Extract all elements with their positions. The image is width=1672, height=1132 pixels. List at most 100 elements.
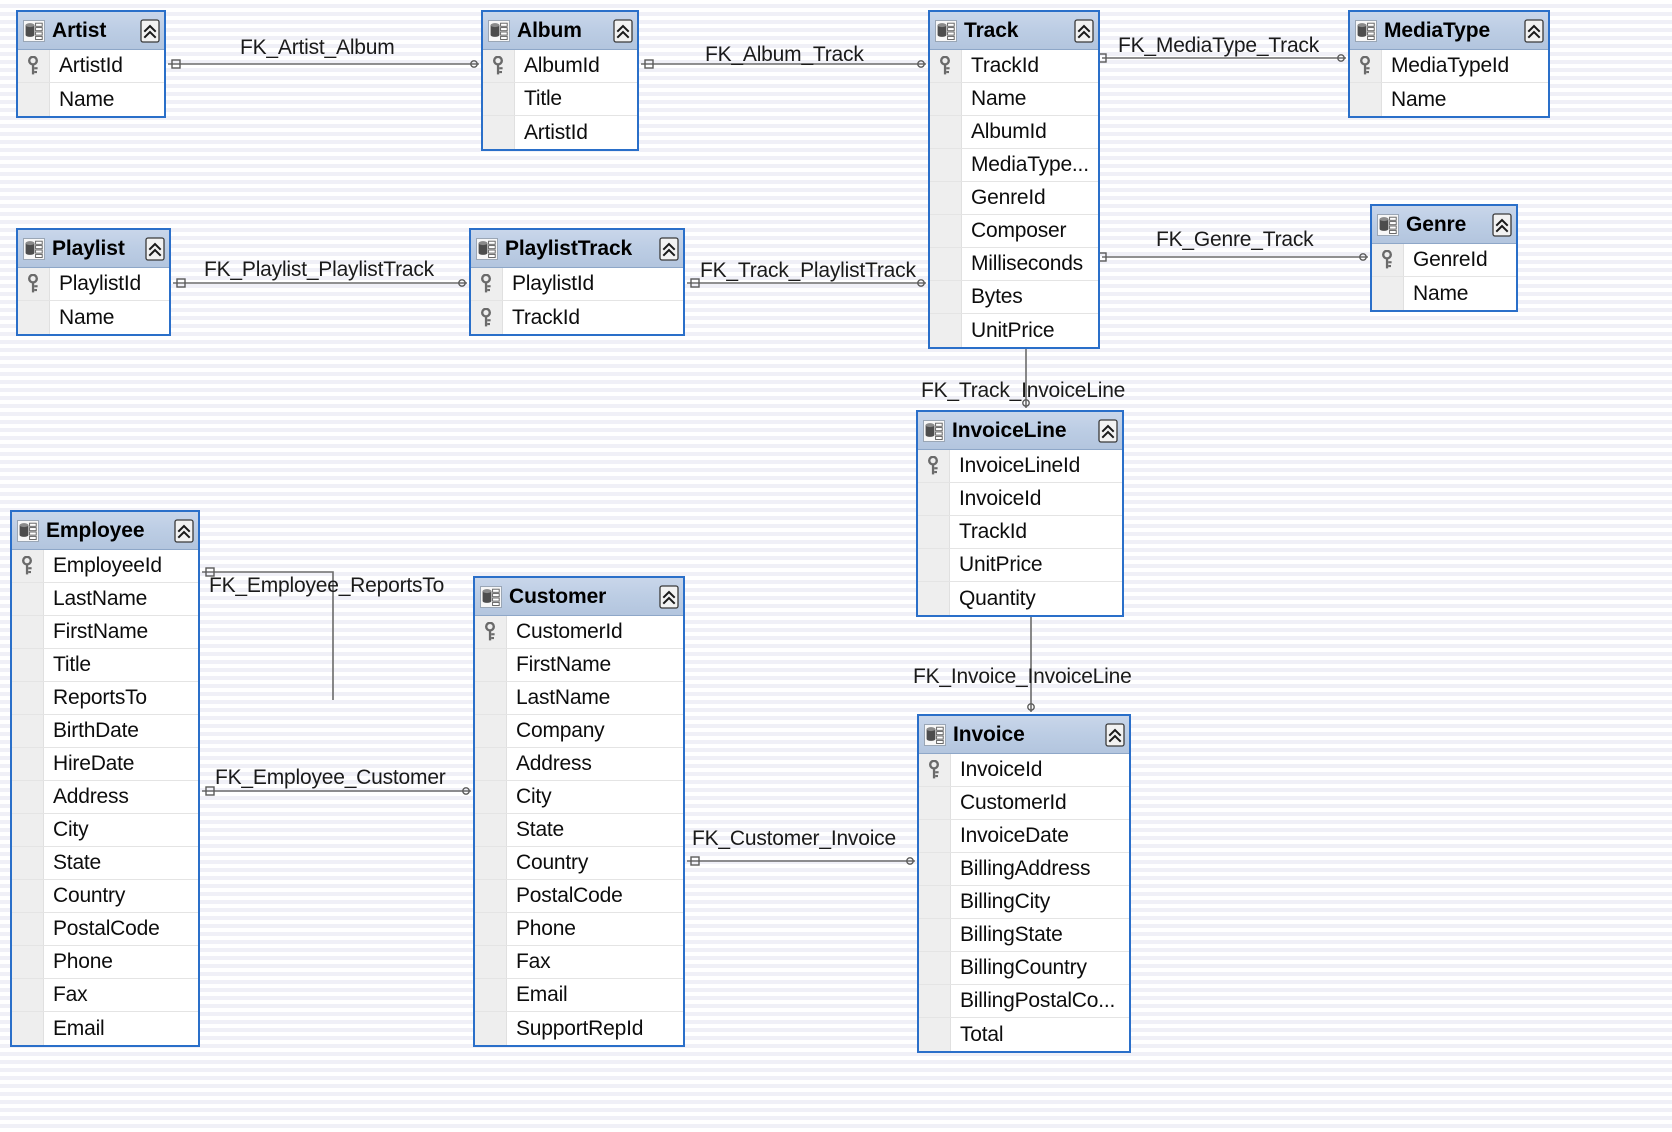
column-row[interactable]: FirstName bbox=[475, 649, 683, 682]
column-row[interactable]: BillingCountry bbox=[919, 952, 1129, 985]
table-header-playlist[interactable]: Playlist bbox=[18, 230, 169, 268]
collapse-chevrons-icon[interactable] bbox=[1105, 722, 1125, 747]
collapse-chevrons-icon[interactable] bbox=[1098, 418, 1118, 443]
column-row[interactable]: Name bbox=[18, 301, 169, 334]
column-row[interactable]: Total bbox=[919, 1018, 1129, 1051]
relationship-label-fk-artist-album[interactable]: FK_Artist_Album bbox=[240, 36, 395, 59]
column-row[interactable]: ArtistId bbox=[18, 50, 164, 83]
column-row[interactable]: Email bbox=[475, 979, 683, 1012]
column-row[interactable]: Milliseconds bbox=[930, 248, 1098, 281]
column-row[interactable]: State bbox=[12, 847, 198, 880]
column-row[interactable]: BillingPostalCo... bbox=[919, 985, 1129, 1018]
table-header-track[interactable]: Track bbox=[930, 12, 1098, 50]
column-row[interactable]: GenreId bbox=[930, 182, 1098, 215]
table-header-employee[interactable]: Employee bbox=[12, 512, 198, 550]
relationship-label-fk-genre-track[interactable]: FK_Genre_Track bbox=[1156, 228, 1314, 251]
column-row[interactable]: BillingCity bbox=[919, 886, 1129, 919]
column-row[interactable]: Fax bbox=[475, 946, 683, 979]
relationship-label-fk-employee-reportsto[interactable]: FK_Employee_ReportsTo bbox=[209, 574, 445, 597]
column-row[interactable]: BillingAddress bbox=[919, 853, 1129, 886]
column-row[interactable]: Composer bbox=[930, 215, 1098, 248]
column-row[interactable]: Phone bbox=[475, 913, 683, 946]
column-row[interactable]: Address bbox=[12, 781, 198, 814]
column-row[interactable]: Address bbox=[475, 748, 683, 781]
relationship-label-fk-employee-customer[interactable]: FK_Employee_Customer bbox=[215, 766, 446, 789]
column-row[interactable]: PlaylistId bbox=[18, 268, 169, 301]
collapse-chevrons-icon[interactable] bbox=[659, 584, 679, 609]
column-row[interactable]: Name bbox=[1350, 83, 1548, 116]
relationship-label-fk-invoice-invoiceline[interactable]: FK_Invoice_InvoiceLine bbox=[913, 665, 1132, 688]
relationship-label-fk-customer-invoice[interactable]: FK_Customer_Invoice bbox=[692, 827, 896, 850]
table-header-artist[interactable]: Artist bbox=[18, 12, 164, 50]
column-row[interactable]: InvoiceId bbox=[919, 754, 1129, 787]
column-row[interactable]: PostalCode bbox=[12, 913, 198, 946]
column-row[interactable]: GenreId bbox=[1372, 244, 1516, 277]
relationship-label-fk-track-playlisttrack[interactable]: FK_Track_PlaylistTrack bbox=[700, 259, 916, 282]
column-row[interactable]: PostalCode bbox=[475, 880, 683, 913]
collapse-chevrons-icon[interactable] bbox=[140, 18, 160, 43]
relationship-label-fk-track-invoiceline[interactable]: FK_Track_InvoiceLine bbox=[921, 379, 1126, 402]
collapse-chevrons-icon[interactable] bbox=[1074, 18, 1094, 43]
column-row[interactable]: PlaylistId bbox=[471, 268, 683, 301]
column-row[interactable]: TrackId bbox=[918, 516, 1122, 549]
collapse-chevrons-icon[interactable] bbox=[613, 18, 633, 43]
column-row[interactable]: AlbumId bbox=[930, 116, 1098, 149]
relationship-label-fk-mediatype-track[interactable]: FK_MediaType_Track bbox=[1118, 34, 1320, 57]
table-header-album[interactable]: Album bbox=[483, 12, 637, 50]
collapse-chevrons-icon[interactable] bbox=[659, 236, 679, 261]
column-row[interactable]: MediaTypeId bbox=[1350, 50, 1548, 83]
column-row[interactable]: CustomerId bbox=[919, 787, 1129, 820]
column-row[interactable]: Title bbox=[483, 83, 637, 116]
column-row[interactable]: Name bbox=[1372, 277, 1516, 310]
column-row[interactable]: TrackId bbox=[930, 50, 1098, 83]
column-row[interactable]: UnitPrice bbox=[930, 314, 1098, 347]
relationship-label-fk-album-track[interactable]: FK_Album_Track bbox=[705, 43, 864, 66]
column-row[interactable]: FirstName bbox=[12, 616, 198, 649]
column-row[interactable]: Quantity bbox=[918, 582, 1122, 615]
table-header-customer[interactable]: Customer bbox=[475, 578, 683, 616]
column-row[interactable]: Email bbox=[12, 1012, 198, 1045]
column-row[interactable]: HireDate bbox=[12, 748, 198, 781]
column-row[interactable]: Name bbox=[18, 83, 164, 116]
column-row[interactable]: CustomerId bbox=[475, 616, 683, 649]
column-row[interactable]: EmployeeId bbox=[12, 550, 198, 583]
collapse-chevrons-icon[interactable] bbox=[145, 236, 165, 261]
column-row[interactable]: Country bbox=[12, 880, 198, 913]
collapse-chevrons-icon[interactable] bbox=[1524, 18, 1544, 43]
table-header-genre[interactable]: Genre bbox=[1372, 206, 1516, 244]
column-row[interactable]: BillingState bbox=[919, 919, 1129, 952]
table-header-invoiceline[interactable]: InvoiceLine bbox=[918, 412, 1122, 450]
column-row[interactable]: Company bbox=[475, 715, 683, 748]
column-row[interactable]: Bytes bbox=[930, 281, 1098, 314]
table-header-playlisttrack[interactable]: PlaylistTrack bbox=[471, 230, 683, 268]
column-row[interactable]: AlbumId bbox=[483, 50, 637, 83]
collapse-chevrons-icon[interactable] bbox=[1492, 212, 1512, 237]
table-header-mediatype[interactable]: MediaType bbox=[1350, 12, 1548, 50]
column-row[interactable]: LastName bbox=[475, 682, 683, 715]
column-row[interactable]: Phone bbox=[12, 946, 198, 979]
column-row[interactable]: Title bbox=[12, 649, 198, 682]
column-row[interactable]: SupportRepId bbox=[475, 1012, 683, 1045]
column-row[interactable]: City bbox=[475, 781, 683, 814]
column-row[interactable]: MediaType... bbox=[930, 149, 1098, 182]
column-row[interactable]: ReportsTo bbox=[12, 682, 198, 715]
relationship-label-fk-playlist-playlisttrack[interactable]: FK_Playlist_PlaylistTrack bbox=[204, 258, 434, 281]
column-row[interactable]: InvoiceLineId bbox=[918, 450, 1122, 483]
column-row[interactable]: Name bbox=[930, 83, 1098, 116]
column-row[interactable]: State bbox=[475, 814, 683, 847]
column-row[interactable]: ArtistId bbox=[483, 116, 637, 149]
column-row[interactable]: InvoiceId bbox=[918, 483, 1122, 516]
column-row[interactable]: BirthDate bbox=[12, 715, 198, 748]
column-row[interactable]: City bbox=[12, 814, 198, 847]
